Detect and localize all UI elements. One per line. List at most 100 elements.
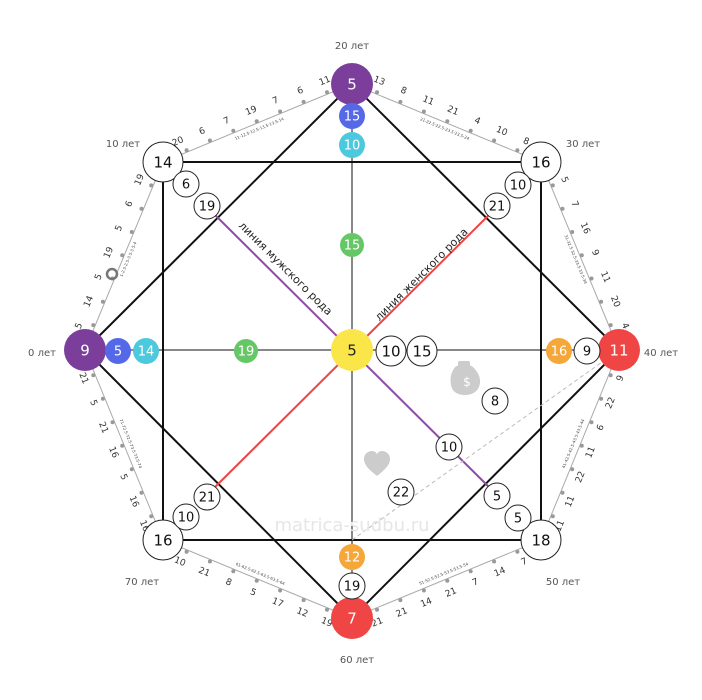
node-bottom-left-value: 16 [153,531,172,549]
inner-tl-1-circle [172,170,200,198]
inner-br-1-value: 5 [493,490,501,505]
inner-bottom-2-circle [338,572,366,600]
rim-dot [445,119,450,124]
rim-number: 6 [124,199,136,208]
inner-bottom-1: 12 [339,544,365,570]
rim-dot [608,373,613,378]
rim-detail: 11-12.5·12.5-13.5·13.5-14 [234,116,285,141]
inner-tr-1-value: 10 [510,179,527,194]
rim-dot [278,588,283,593]
rim-number: 12 [295,606,309,620]
money-node-1-value: 8 [491,395,499,410]
rim-number: 11 [318,75,332,89]
rim-dot [254,119,259,124]
inner-left-1: 5 [105,338,131,364]
inner-left-3: 19 [234,339,258,363]
age-label-40: 40 лет [644,348,678,359]
node-top-left: 14 [142,141,184,183]
inner-tr-2: 21 [483,192,511,220]
rim-number: 8 [224,577,233,589]
rim-number: 5 [87,399,98,408]
rim-number: 7 [222,116,231,127]
inner-top-2-value: 10 [344,139,361,154]
rim-number: 11 [584,445,598,459]
rim-dot [445,578,450,583]
rim-number: 16 [106,445,120,460]
inner-bottom-2-value: 19 [344,580,361,595]
rim-number: 7 [569,200,580,209]
inner-right-2-value: 9 [583,345,591,360]
rim-detail: 21-22.5·22.5-23.5·23.5-24 [419,116,470,141]
node-center: 5 [331,329,373,371]
rim-number: 6 [296,85,305,97]
rim-number: 21 [444,586,458,600]
rim-dot [207,559,212,564]
rim-dot [375,90,379,95]
node-top-circle [331,63,373,105]
inner-tl-2-circle [193,192,221,220]
inner-bl-2-circle [172,503,200,531]
money-node-2-value: 10 [441,441,458,456]
money-node-1: 8 [481,387,509,415]
rim-dot [550,183,555,188]
rim-dot [184,148,189,153]
rim-number: 5 [248,587,257,598]
rim-number: 22 [604,396,618,410]
rim-number: 5 [558,175,569,184]
rim-dot [100,396,105,401]
rim-number: 19 [133,173,147,188]
age-label-60: 60 лет [340,655,374,666]
rim-number: 8 [399,86,408,98]
rim-number: 16 [578,221,592,236]
rim-dot [325,90,329,95]
node-right: 11 [598,329,640,371]
rim-detail: 51-52.5·52.5-53.5·53.5-54 [418,561,469,586]
node-right-value: 11 [609,341,628,359]
rim-number: 8 [521,136,530,148]
node-right-circle [598,329,640,371]
rim-number: 9 [589,248,601,257]
money-bag-icon: $ [450,361,481,395]
rim-number: 10 [494,125,509,139]
age-label-0: 0 лет [28,348,56,359]
heart-icon [364,451,390,476]
rim-number: 6 [595,423,607,432]
rim-dot [560,206,565,211]
rim-dot [129,467,134,472]
inner-br-2: 5 [504,504,532,532]
inner-bottom-1-circle [339,544,365,570]
node-top-value: 5 [347,75,357,93]
rim-dot [599,396,604,401]
rim-dot [139,490,144,495]
age-label-20: 20 лет [335,41,369,52]
inner-tr-2-value: 21 [489,200,506,215]
rim-dot [579,253,584,258]
love-node-circle [387,478,415,506]
inner-bottom-2: 19 [338,572,366,600]
rim-dot [560,490,565,495]
rim-dot [184,549,189,554]
inner-tl-2: 19 [193,192,221,220]
inner-left-1-value: 5 [114,345,122,360]
rim-number: 5 [74,322,85,331]
inner-top-3: 15 [340,233,364,257]
center-right-2-value: 15 [412,342,431,360]
rim-dot [492,138,497,143]
inner-right-1-circle [546,338,572,364]
rim-dot [579,443,584,448]
inner-br-1-circle [483,482,511,510]
inner-right-2: 9 [573,337,601,365]
rim-dot [398,598,403,603]
rim-number: 11 [564,495,578,509]
node-top-right-value: 16 [531,153,550,171]
rim-dot [254,578,259,583]
inner-top-3-value: 15 [344,239,361,254]
center-right-2-circle [406,335,438,367]
age-label-50: 50 лет [546,577,580,588]
inner-left-1-circle [105,338,131,364]
node-bottom-left: 16 [142,519,184,561]
rim-number: 7 [520,557,529,568]
rim-dot [278,109,283,114]
rim-dot [120,253,125,258]
female-line-label: линия женского рода [372,225,470,323]
